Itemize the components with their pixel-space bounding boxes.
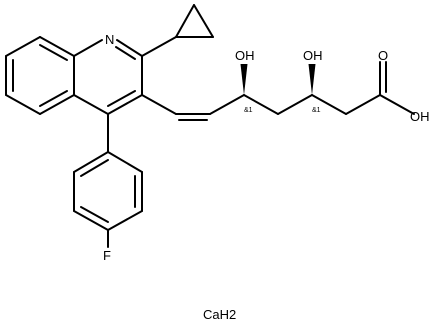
benzo-ring	[5, 36, 75, 115]
atom-labels: N OH OH O OH F	[103, 32, 430, 263]
acid-hydroxyl-label: OH	[410, 109, 430, 124]
fluorine-label: F	[103, 248, 111, 263]
calcium-salt-label: CaH2	[203, 307, 236, 322]
hydroxyl-5-label: OH	[235, 48, 255, 63]
pyridine-ring	[73, 39, 143, 115]
stereo-wedges	[240, 64, 316, 95]
nitrogen-label: N	[105, 32, 114, 47]
stereo-label-c3: &1	[312, 107, 321, 114]
side-chain	[141, 61, 415, 121]
hydroxyl-3-label: OH	[303, 48, 323, 63]
fluorophenyl-group	[73, 113, 143, 248]
stereo-label-c5: &1	[244, 107, 253, 114]
cyclopropyl-group	[141, 4, 214, 57]
carbonyl-oxygen-label: O	[378, 48, 388, 63]
stereo-annotations: &1 &1	[244, 107, 321, 114]
